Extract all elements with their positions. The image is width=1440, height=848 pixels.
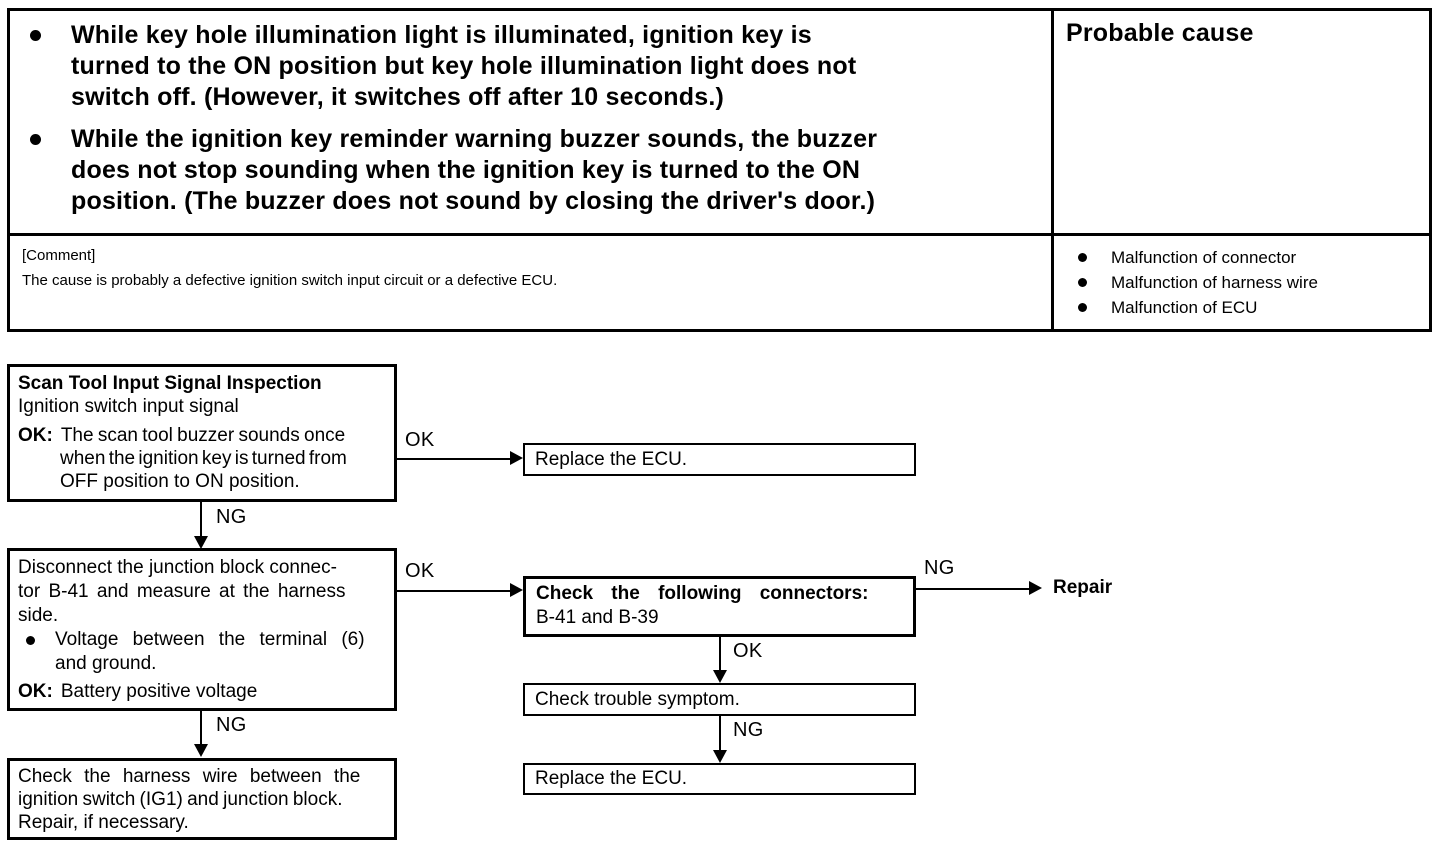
comment-label: [Comment] <box>22 247 96 264</box>
symptom-text: While the ignition key reminder warning … <box>71 124 877 217</box>
arrowhead-down-icon <box>194 744 208 757</box>
edge-label-ng: NG <box>216 506 247 528</box>
edge-label-ng: NG <box>733 719 764 741</box>
arrow-line <box>916 588 1029 590</box>
symptom-line: While the ignition key reminder warning … <box>71 125 878 153</box>
disconnect-junction-block-box: Disconnect the junction block connec- to… <box>7 548 397 711</box>
bullet-icon <box>1078 253 1087 262</box>
arrow-line <box>397 458 510 460</box>
box-line: side. <box>18 605 59 626</box>
edge-label-ok: OK <box>405 429 435 451</box>
comment-cell: [Comment] The cause is probably a defect… <box>10 233 1051 329</box>
box-text: Replace the ECU. <box>535 448 688 470</box>
symptom-table: While key hole illumination light is ill… <box>7 8 1432 332</box>
symptom-line: While key hole illumination light is ill… <box>71 21 812 49</box>
arrow-line <box>719 637 721 671</box>
edge-label-ok: OK <box>405 560 435 582</box>
bullet-icon <box>30 30 41 41</box>
cause-text: Malfunction of connector <box>1111 248 1297 267</box>
symptom-cell: While key hole illumination light is ill… <box>10 11 1051 233</box>
edge-label-ok: OK <box>733 640 763 662</box>
replace-ecu-box-1: Replace the ECU. <box>523 443 916 476</box>
box-line: B-41 and B-39 <box>536 607 659 628</box>
edge-label-ng: NG <box>924 557 955 579</box>
box-line: Repair, if necessary. <box>18 812 189 833</box>
ok-criteria: OK: Battery positive voltage <box>18 680 386 704</box>
bullet-icon <box>1078 303 1087 312</box>
cause-item: Malfunction of harness wire <box>1064 270 1429 295</box>
bullet-icon <box>30 134 41 145</box>
arrowhead-right-icon <box>510 583 523 597</box>
comment-text: The cause is probably a defective igniti… <box>22 272 558 289</box>
box-line: ignition switch (IG1) and junction block… <box>18 789 343 810</box>
measurement-text: Voltage between the terminal (6) and gro… <box>55 628 365 676</box>
ok-criteria-label: OK: <box>18 681 53 702</box>
cause-text: Malfunction of harness wire <box>1111 273 1318 292</box>
box-text: Replace the ECU. <box>535 768 688 789</box>
symptom-text: While key hole illumination light is ill… <box>71 20 856 113</box>
box-line: tor B-41 and measure at the harness <box>18 581 346 602</box>
ok-criteria-line: Battery positive voltage <box>60 681 258 702</box>
arrow-line <box>397 590 510 592</box>
measurement-item: Voltage between the terminal (6) and gro… <box>18 628 386 676</box>
arrow-line <box>719 716 721 751</box>
ok-criteria: OK: The scan tool buzzer sounds once <box>18 424 386 447</box>
check-harness-wire-box: Check the harness wire between the ignit… <box>7 758 397 840</box>
arrowhead-right-icon <box>510 451 523 465</box>
box-line: Check the following connectors: <box>536 583 869 604</box>
replace-ecu-box-2: Replace the ECU. <box>523 763 916 795</box>
cause-item: Malfunction of ECU <box>1064 295 1429 320</box>
arrow-line <box>200 711 202 745</box>
symptom-line: does not stop sounding when the ignition… <box>71 156 861 184</box>
box-line: Disconnect the junction block connec- <box>18 557 337 578</box>
repair-terminal-label: Repair <box>1053 577 1113 598</box>
cause-text: Malfunction of ECU <box>1111 298 1258 317</box>
probable-cause-title: Probable cause <box>1066 19 1254 47</box>
ok-criteria-line: The scan tool buzzer sounds once <box>60 425 346 446</box>
causes-cell: Malfunction of connector Malfunction of … <box>1051 233 1429 329</box>
probable-cause-header-cell: Probable cause <box>1051 11 1429 233</box>
arrowhead-right-icon <box>1029 581 1042 595</box>
arrowhead-down-icon <box>713 750 727 763</box>
box-line: Check the harness wire between the <box>18 766 361 787</box>
box-line: Ignition switch input signal <box>18 396 239 417</box>
edge-label-ng: NG <box>216 714 247 736</box>
symptom-line: turned to the ON position but key hole i… <box>71 52 857 80</box>
box-title: Scan Tool Input Signal Inspection <box>18 373 322 394</box>
arrow-line <box>200 502 202 537</box>
scan-tool-inspection-box: Scan Tool Input Signal Inspection Igniti… <box>7 364 397 502</box>
symptom-line: position. (The buzzer does not sound by … <box>71 187 876 215</box>
arrowhead-down-icon <box>194 536 208 549</box>
bullet-icon <box>1078 278 1087 287</box>
symptom-item: While key hole illumination light is ill… <box>20 20 1041 113</box>
arrowhead-down-icon <box>713 670 727 683</box>
ok-criteria-line: OFF position to ON position. <box>60 471 300 492</box>
box-line: Voltage between the terminal (6) <box>55 629 365 650</box>
box-line: and ground. <box>55 653 157 674</box>
ok-criteria-label: OK: <box>18 425 53 446</box>
check-connectors-box: Check the following connectors: B-41 and… <box>523 576 916 637</box>
box-text: Check trouble symptom. <box>535 688 740 710</box>
bullet-icon <box>26 636 35 645</box>
symptom-line: switch off. (However, it switches off af… <box>71 83 725 111</box>
cause-item: Malfunction of connector <box>1064 245 1429 270</box>
symptom-item: While the ignition key reminder warning … <box>20 124 1041 217</box>
check-trouble-symptom-box: Check trouble symptom. <box>523 683 916 716</box>
ok-criteria-line: when the ignition key is turned from <box>60 448 347 469</box>
